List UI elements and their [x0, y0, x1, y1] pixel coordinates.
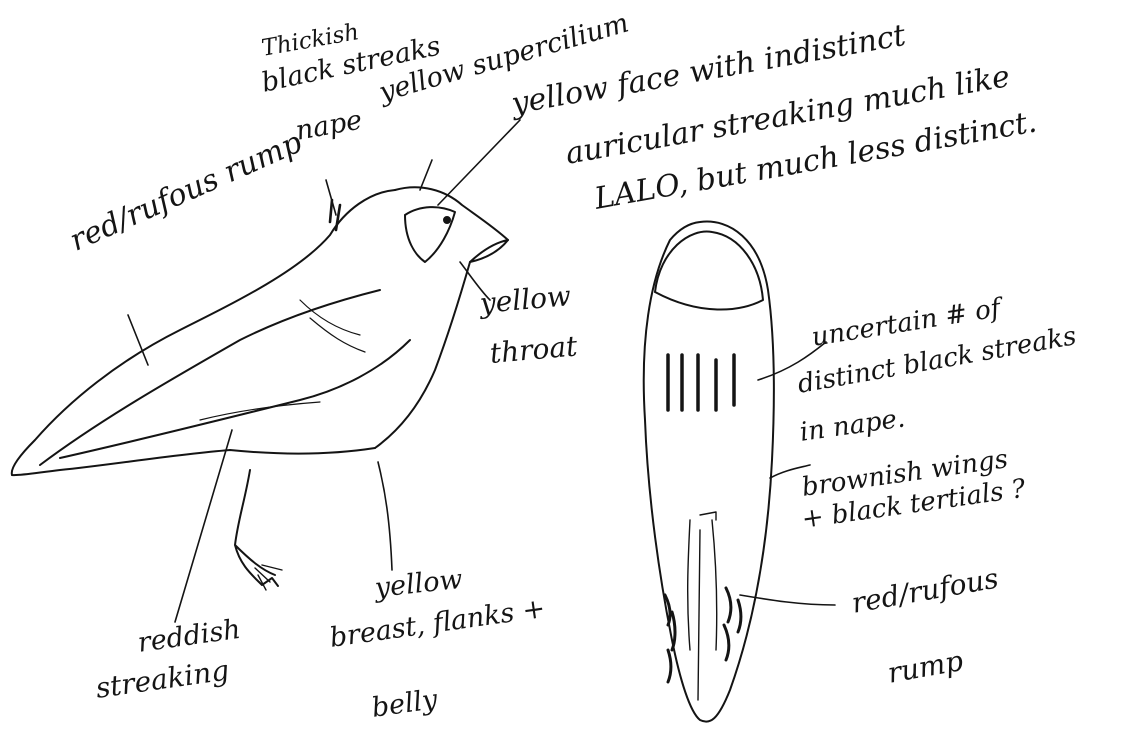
- leader-face: [438, 120, 520, 205]
- leader-supercilium: [420, 160, 432, 190]
- leader-lines: [128, 120, 835, 622]
- bird-bill: [470, 240, 508, 262]
- bird-wing-coverts: [200, 300, 365, 420]
- bird-nape-streaks: [330, 200, 340, 230]
- dorsal-view-bird: [644, 222, 774, 722]
- dorsal-tertials: [688, 512, 717, 700]
- bird-face-patch: [405, 207, 455, 262]
- dorsal-head-cap: [655, 232, 763, 310]
- bird-wing-outline: [40, 290, 380, 465]
- label-yellow-throat-line1: yellow: [479, 282, 572, 318]
- dorsal-nape-streaks: [668, 355, 734, 410]
- bird-head-outline: [395, 187, 508, 240]
- leader-reddish: [175, 430, 232, 622]
- dorsal-rump-marks: [665, 588, 741, 682]
- bird-wing-lower: [60, 340, 410, 458]
- label-yellow-throat-line2: throat: [489, 332, 579, 368]
- leader-belly: [378, 462, 392, 570]
- bird-belly-outline: [12, 448, 375, 475]
- bird-eye-icon: [444, 217, 450, 223]
- bird-breast-outline: [375, 262, 470, 448]
